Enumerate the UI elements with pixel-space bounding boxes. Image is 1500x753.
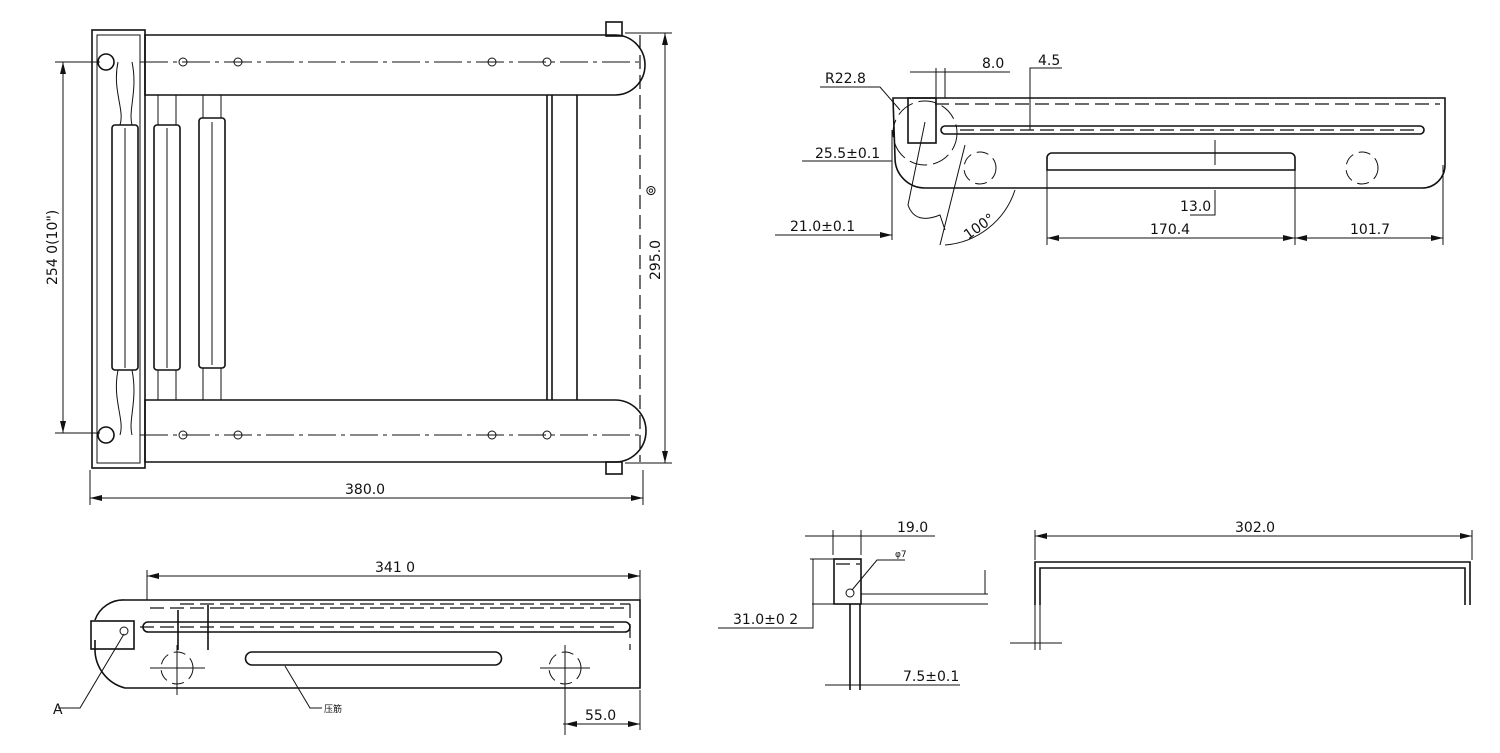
- roller: [153, 124, 181, 371]
- dim-section-thickness: 7.5±0.1: [903, 669, 959, 685]
- center-mark: ⊚: [645, 183, 657, 199]
- dim-slot-offset: 4.5: [1038, 53, 1060, 69]
- dim-side-length: 341 0: [375, 560, 415, 576]
- roller: [198, 117, 226, 369]
- bottom-rail: [144, 399, 647, 463]
- section-detail: φ7 19.0 31.0±0 2 7.5±0.1: [718, 520, 988, 690]
- dim-rib-end-offset: 101.7: [1350, 222, 1390, 238]
- dim-section-width: 19.0: [897, 520, 928, 536]
- rail-profile: [1034, 561, 1471, 605]
- top-rail: [144, 34, 646, 96]
- dim-overall-width: 380.0: [345, 482, 385, 498]
- bracket-plate: [892, 97, 1446, 189]
- rail-detail: 302.0: [1010, 520, 1473, 650]
- dim-radius: R22.8: [825, 71, 866, 87]
- top-view: 380.0 295.0 ⊚ 254 0(10"): [45, 21, 672, 505]
- dim-tab-width: 8.0: [982, 56, 1004, 72]
- dim-pivot-offset: 21.0±0.1: [790, 219, 855, 235]
- dim-overall-depth: 295.0: [648, 240, 664, 280]
- detail-label-a: A: [53, 702, 63, 718]
- left-end-frame: [91, 29, 146, 469]
- dim-rail-length: 302.0: [1235, 520, 1275, 536]
- dim-swing-angle: 100°: [961, 211, 998, 243]
- dim-section-height: 31.0±0 2: [733, 612, 798, 628]
- rib-label: 压筋: [324, 703, 342, 715]
- roller: [111, 124, 139, 371]
- rollers: [111, 61, 226, 436]
- dim-rib-length: 170.4: [1150, 222, 1190, 238]
- side-view: A 压筋 341 0 55.0: [53, 560, 641, 735]
- dim-rib-offset: 13.0: [1180, 199, 1211, 215]
- dim-roller-spacing: 254 0(10"): [45, 210, 61, 285]
- dim-end-offset: 55.0: [585, 708, 616, 724]
- pressed-rib: [244, 651, 503, 666]
- side-plate: [94, 599, 641, 689]
- bracket-detail: 21.0±0.1 25.5±0.1 R22.8 8.0 4.5 13.0 100…: [775, 53, 1446, 246]
- section-note: φ7: [895, 550, 907, 560]
- dim-pivot-height: 25.5±0.1: [815, 146, 880, 162]
